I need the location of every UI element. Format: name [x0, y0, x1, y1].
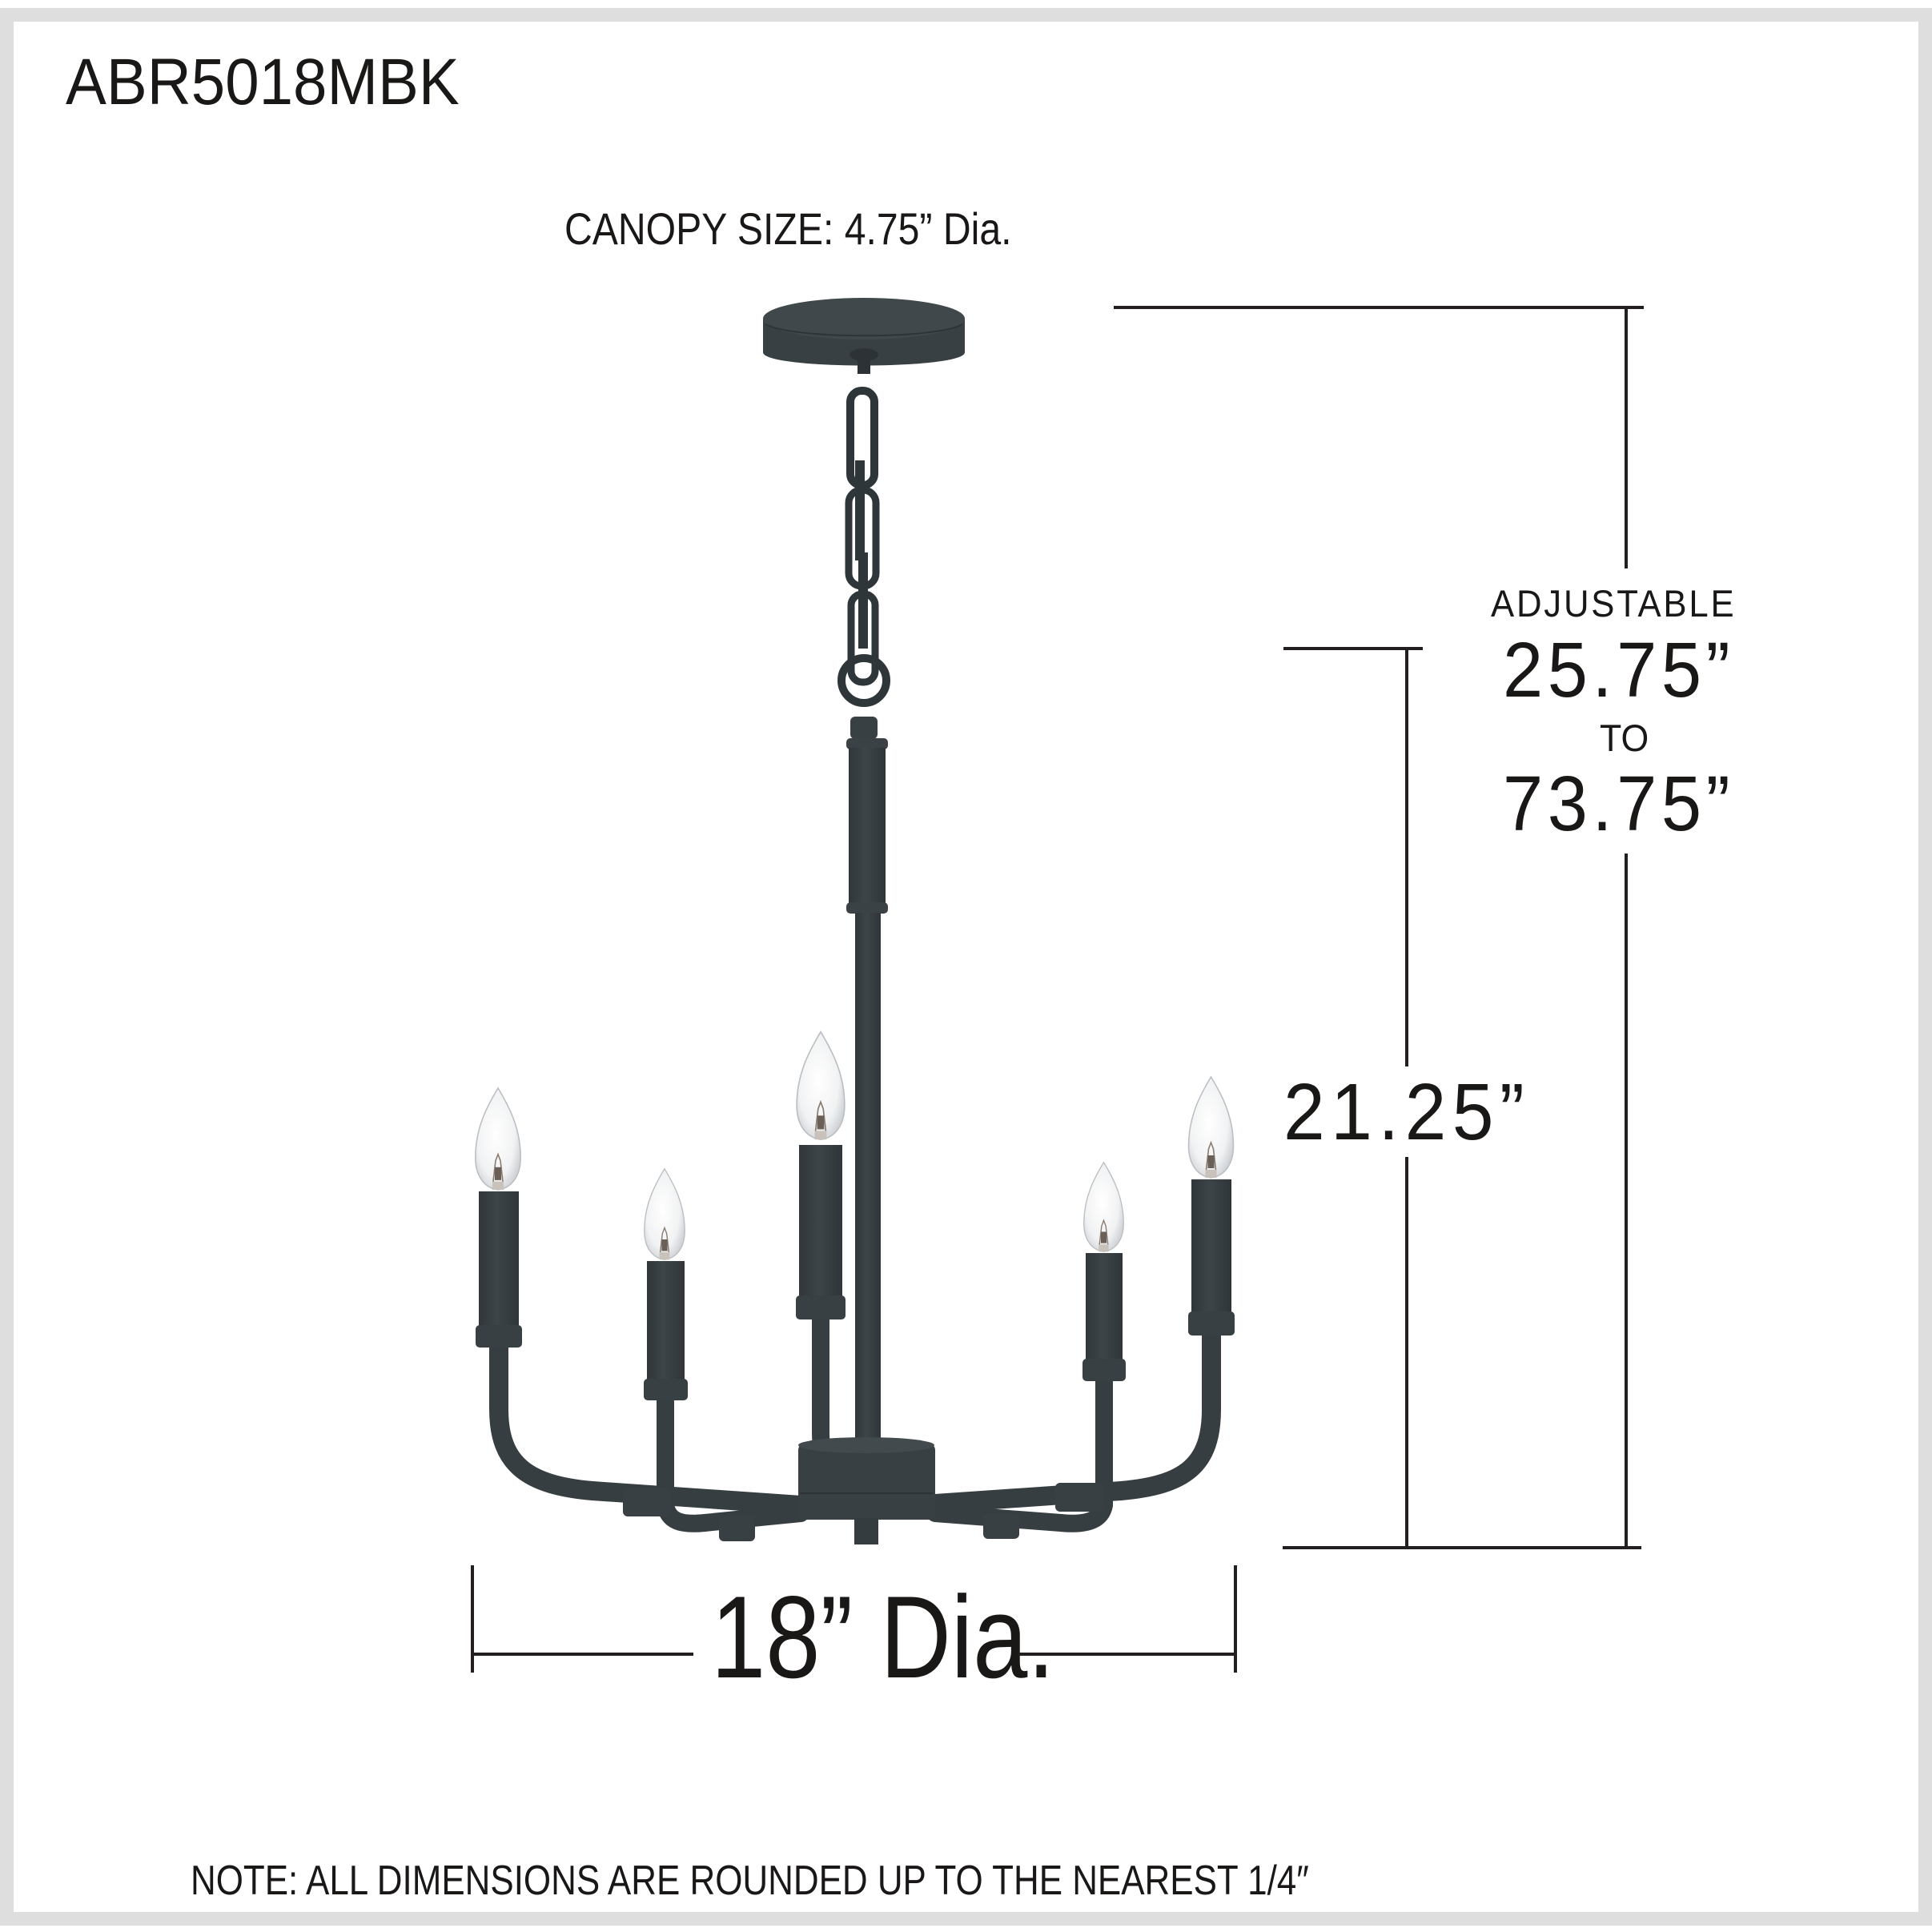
candle-outer-right — [1187, 1076, 1235, 1336]
adjustable-label: ADJUSTABLE — [1491, 582, 1737, 625]
rounding-note: NOTE: ALL DIMENSIONS ARE ROUNDED UP TO T… — [191, 1858, 1309, 1904]
canopy-size-label: CANOPY SIZE: 4.75” Dia. — [564, 203, 1012, 254]
arm-couplers — [623, 1483, 1103, 1541]
page-frame — [0, 8, 1932, 1926]
model-number: ABR5018MBK — [66, 46, 460, 118]
center-rod — [846, 717, 888, 1449]
bulb-icon — [1082, 1162, 1125, 1252]
hub — [798, 1437, 935, 1544]
diameter-label: 18” Dia. — [711, 1572, 1055, 1702]
bulb-icon — [474, 1087, 522, 1191]
bulb-icon — [644, 1168, 685, 1260]
adjustable-max-height: 73.75” — [1503, 760, 1735, 847]
adjustable-to-label: TO — [1600, 717, 1649, 759]
bulb-icon — [796, 1030, 846, 1141]
canopy — [763, 298, 965, 374]
chain — [837, 387, 890, 707]
candle-outer-left — [474, 1087, 522, 1348]
fixture-height-label: 21.25” — [1283, 1067, 1531, 1157]
bulb-icon — [1187, 1076, 1235, 1179]
candle-center — [796, 1030, 846, 1319]
candle-inner-right — [1082, 1162, 1126, 1381]
candle-inner-left — [644, 1168, 688, 1400]
adjustable-min-height: 25.75” — [1503, 626, 1735, 713]
